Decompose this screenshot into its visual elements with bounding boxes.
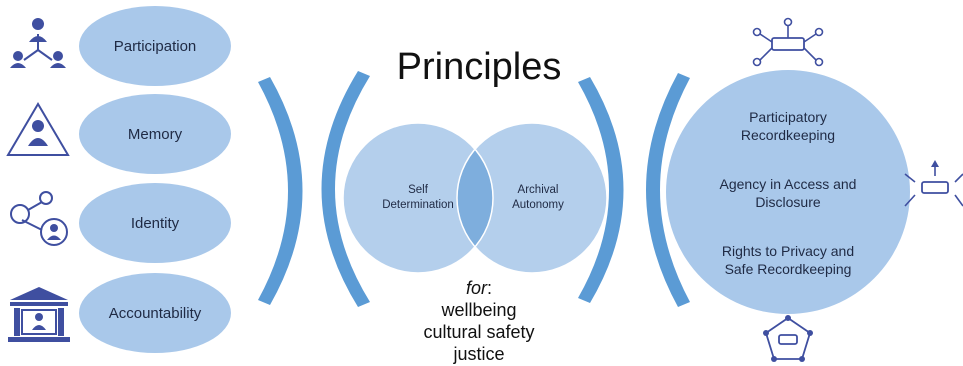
venn-right-label-line2: Autonomy (512, 199, 564, 211)
venn-right-circle (457, 123, 607, 273)
pentagon-network-icon (763, 315, 813, 362)
left-item-identity: Identity (79, 183, 231, 263)
for-prefix: for (466, 278, 488, 298)
outcome-1-line1: Participatory (749, 109, 827, 125)
for-line-wellbeing: wellbeing (440, 300, 516, 320)
left-item-label: Identity (131, 215, 180, 232)
right-outcomes-circle: Participatory Recordkeeping Agency in Ac… (666, 70, 910, 314)
outcome-3-line1: Rights to Privacy and (722, 243, 854, 259)
hub-network-icon (752, 17, 824, 67)
for-heading: for: (466, 278, 492, 298)
outcome-2-line1: Agency in Access and (720, 176, 857, 192)
venn-left-label-line2: Determination (382, 199, 454, 211)
left-item-participation: Participation (79, 6, 231, 86)
venn-left-circle (343, 123, 493, 273)
right-inner-bracket (578, 77, 624, 303)
radiating-node-icon (904, 160, 963, 207)
institution-building-icon (8, 287, 70, 342)
left-item-accountability: Accountability (79, 273, 231, 353)
for-colon: : (487, 278, 492, 298)
for-line-cultural-safety: cultural safety (423, 322, 534, 342)
venn-left-label-line1: Self (408, 184, 429, 196)
venn-diagram: Self Determination Archival Autonomy (342, 122, 608, 274)
outcome-2-line2: Disclosure (755, 194, 821, 210)
outcome-3-line2: Safe Recordkeeping (725, 261, 852, 277)
left-item-label: Accountability (109, 305, 202, 322)
left-item-label: Memory (128, 126, 183, 143)
left-inner-bracket (321, 71, 370, 307)
right-outer-bracket (646, 73, 690, 307)
left-item-memory: Memory (79, 94, 231, 174)
network-people-icon (10, 18, 66, 68)
left-outer-bracket (258, 77, 303, 305)
person-triangle-icon (6, 102, 70, 156)
left-item-label: Participation (114, 38, 197, 55)
outcome-1-line2: Recordkeeping (741, 127, 835, 143)
venn-right-label-line1: Archival (518, 184, 559, 196)
diagram-title: Principles (397, 46, 562, 88)
for-line-justice: justice (452, 344, 504, 364)
connected-person-icon (10, 191, 68, 246)
